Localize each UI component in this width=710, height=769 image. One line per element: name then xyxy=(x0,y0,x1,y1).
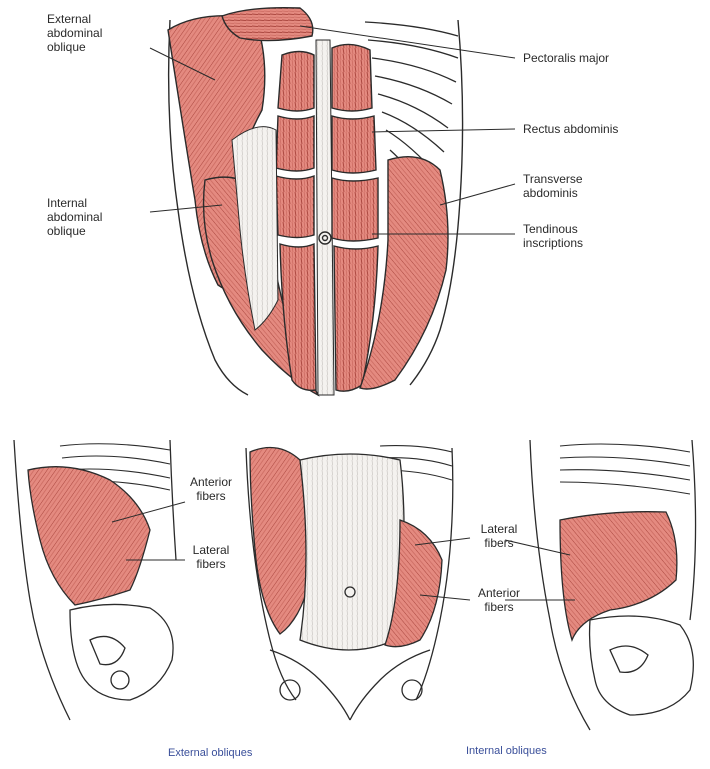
internal-oblique-lateral-figure xyxy=(530,440,696,730)
label-tendinous-inscriptions: Tendinous inscriptions xyxy=(523,222,673,250)
label-lateral-fibers-external: Lateral fibers xyxy=(176,543,246,571)
anterior-torso-figure xyxy=(168,8,463,395)
pelvis-bone-left xyxy=(70,604,173,700)
label-external-abdominal-oblique: External abdominal oblique xyxy=(47,12,147,54)
caption-internal-obliques: Internal obliques xyxy=(466,744,606,758)
umbilicus xyxy=(319,232,331,244)
external-oblique-anterior-figure xyxy=(246,446,453,720)
label-anterior-fibers-external: Anterior fibers xyxy=(176,475,246,503)
external-oblique-muscle-lateral xyxy=(28,467,150,605)
label-pectoralis-major: Pectoralis major xyxy=(523,51,673,65)
external-oblique-lateral-figure xyxy=(14,440,176,720)
caption-external-obliques: External obliques xyxy=(168,746,308,760)
pectoralis-major-muscle xyxy=(222,8,313,41)
label-internal-abdominal-oblique: Internal abdominal oblique xyxy=(47,196,147,238)
label-lateral-fibers-internal: Lateral fibers xyxy=(464,522,534,550)
internal-oblique-muscle-lateral xyxy=(560,512,677,640)
label-rectus-abdominis: Rectus abdominis xyxy=(523,122,673,136)
label-transverse-abdominis: Transverse abdominis xyxy=(523,172,673,200)
pelvis-bone-middle xyxy=(270,650,430,720)
label-anterior-fibers-internal: Anterior fibers xyxy=(464,586,534,614)
abdominal-aponeurosis xyxy=(300,454,404,650)
